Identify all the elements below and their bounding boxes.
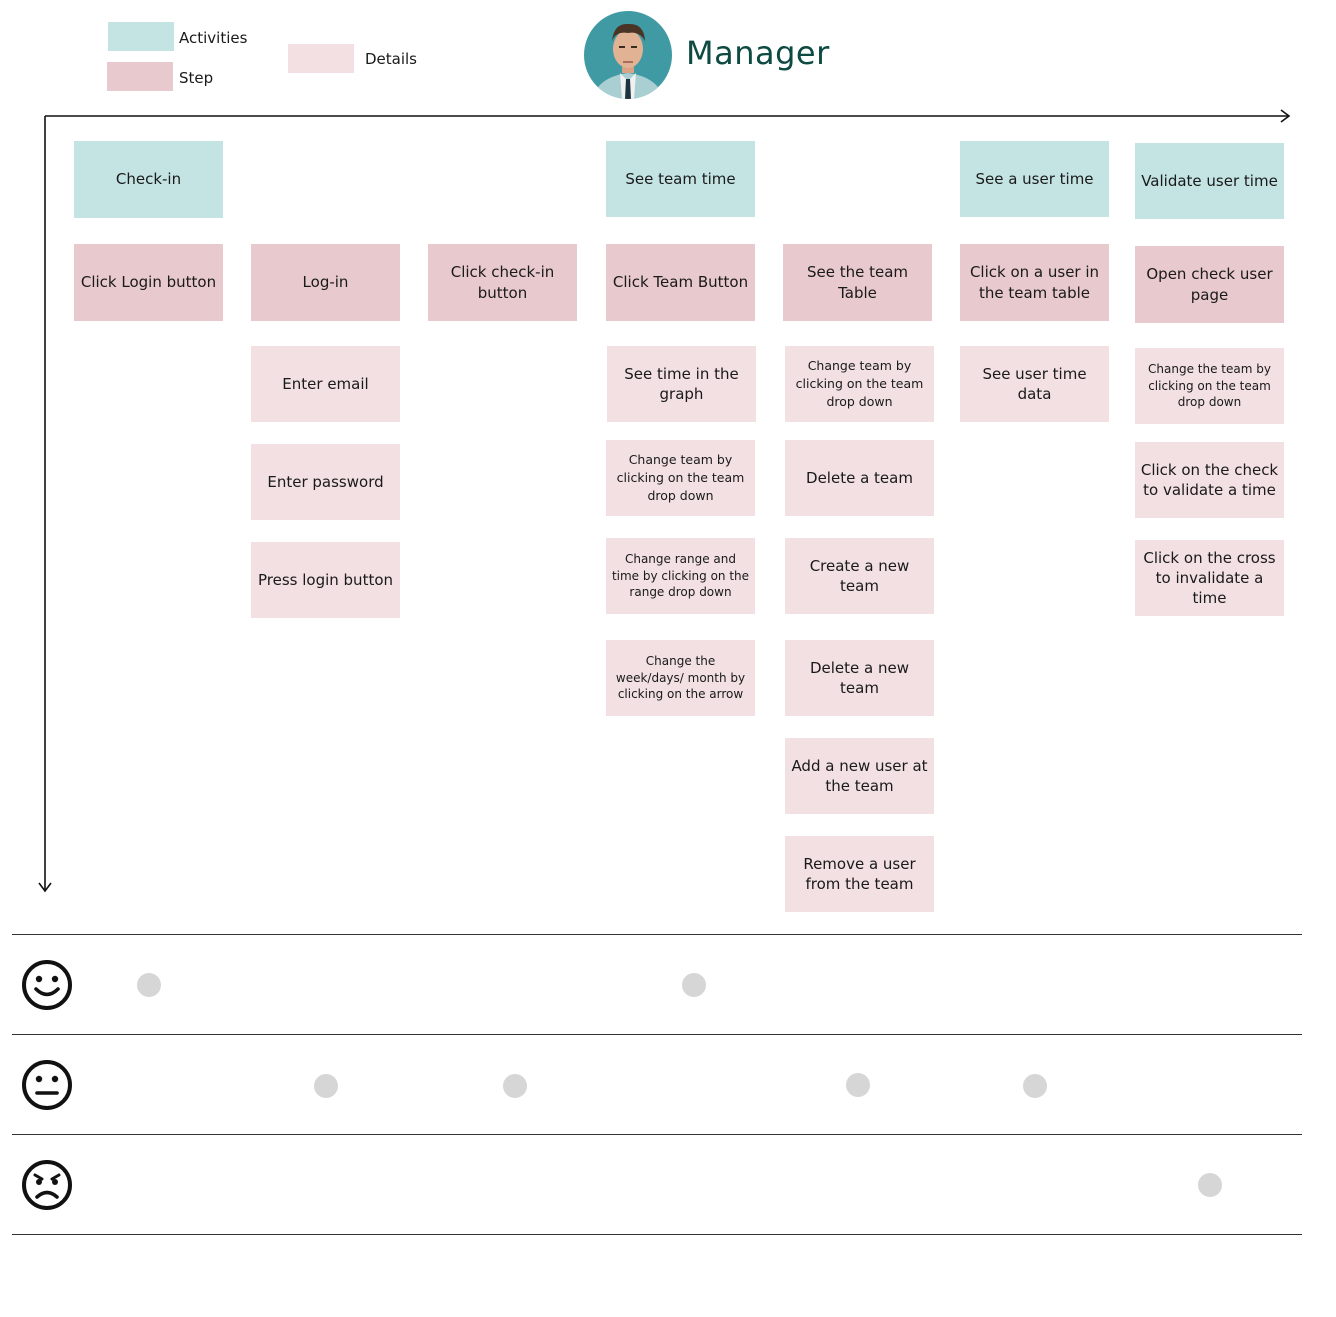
- detail-see-time-in-graph: See time in the graph: [607, 346, 756, 422]
- emotion-point-neutral-col5: [846, 1073, 870, 1097]
- emotion-point-sad-col7: [1198, 1173, 1222, 1197]
- legend-activities-swatch: [108, 22, 174, 51]
- activity-check-in: Check-in: [74, 141, 223, 218]
- emotion-point-happy-col1: [137, 973, 161, 997]
- emotion-point-neutral-col6: [1023, 1074, 1047, 1098]
- detail-click-check-validate: Click on the check to validate a time: [1135, 442, 1284, 518]
- legend-activities-label: Activities: [179, 29, 248, 47]
- step-see-team-table: See the team Table: [783, 244, 932, 321]
- emotion-row-divider: [12, 1034, 1302, 1035]
- detail-see-user-time-data: See user time data: [960, 346, 1109, 422]
- horizontal-axis-arrowhead: [1280, 109, 1291, 123]
- detail-click-cross-invalidate: Click on the cross to invalidate a time: [1135, 540, 1284, 616]
- legend-step-swatch: [107, 62, 173, 91]
- axes: [38, 109, 1291, 893]
- activity-see-team-time: See team time: [606, 141, 755, 217]
- detail-change-team-dropdown-validate: Change the team by clicking on the team …: [1135, 348, 1284, 424]
- manager-avatar: [584, 11, 672, 99]
- emotion-point-happy-col4: [682, 973, 706, 997]
- detail-change-week-arrow: Change the week/days/ month by clicking …: [606, 640, 755, 716]
- detail-remove-user-from-team: Remove a user from the team: [785, 836, 934, 912]
- sad-face-icon: [22, 1160, 72, 1210]
- step-log-in: Log-in: [251, 244, 400, 321]
- page-title: Manager: [686, 34, 830, 72]
- detail-add-user-to-team: Add a new user at the team: [785, 738, 934, 814]
- emotion-row-divider: [12, 934, 1302, 935]
- emotion-point-neutral-col3: [503, 1074, 527, 1098]
- detail-enter-email: Enter email: [251, 346, 400, 422]
- detail-change-range-dropdown: Change range and time by clicking on the…: [606, 538, 755, 614]
- activity-validate-user-time: Validate user time: [1135, 143, 1284, 219]
- legend-details-label: Details: [365, 50, 418, 68]
- step-open-check-user-page: Open check user page: [1135, 246, 1284, 323]
- emotion-row-divider: [12, 1134, 1302, 1135]
- step-click-user-in-team-table: Click on a user in the team table: [960, 244, 1109, 321]
- activity-see-user-time: See a user time: [960, 141, 1109, 217]
- neutral-face-icon: [22, 1060, 72, 1110]
- detail-press-login-button: Press login button: [251, 542, 400, 618]
- detail-change-team-dropdown-table: Change team by clicking on the team drop…: [785, 346, 934, 422]
- detail-delete-new-team: Delete a new team: [785, 640, 934, 716]
- detail-create-new-team: Create a new team: [785, 538, 934, 614]
- detail-change-team-dropdown: Change team by clicking on the team drop…: [606, 440, 755, 516]
- legend-step-label: Step: [179, 69, 214, 87]
- step-click-team-button: Click Team Button: [606, 244, 755, 321]
- detail-enter-password: Enter password: [251, 444, 400, 520]
- detail-delete-a-team: Delete a team: [785, 440, 934, 516]
- step-click-check-in-button: Click check-in button: [428, 244, 577, 321]
- smiley-face-icon: [22, 960, 72, 1010]
- emotion-row-divider: [12, 1234, 1302, 1235]
- vertical-axis-arrowhead: [38, 882, 52, 893]
- emotion-point-neutral-col2: [314, 1074, 338, 1098]
- step-click-login-button: Click Login button: [74, 244, 223, 321]
- legend-details-swatch: [288, 44, 354, 73]
